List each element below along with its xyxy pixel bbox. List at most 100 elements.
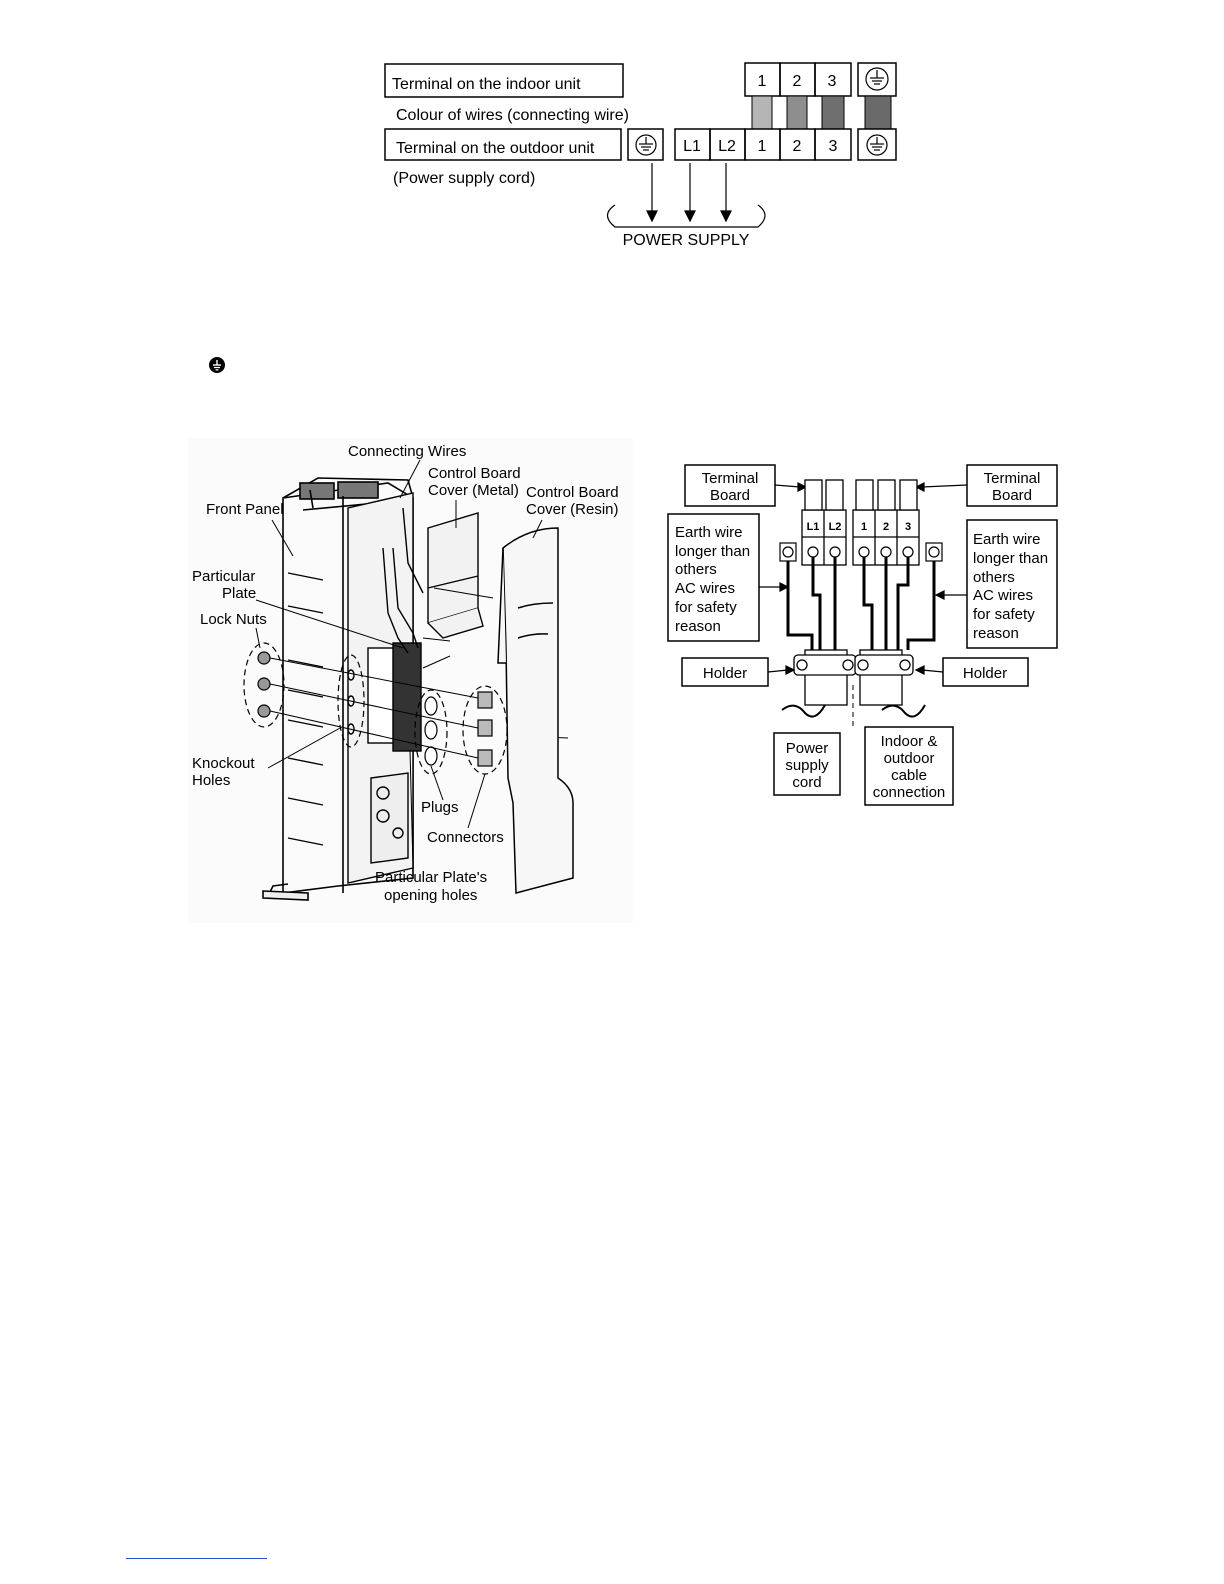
- power-cord-line-3: cord: [792, 774, 821, 791]
- terminal-board-label-right-2: Board: [992, 487, 1032, 504]
- label-control-board-metal-2: Cover (Metal): [428, 482, 519, 499]
- label-lock-nuts: Lock Nuts: [200, 611, 267, 628]
- earth-note-right-line-6: reason: [973, 625, 1019, 642]
- earth-wire-note-right-box: [966, 519, 1058, 649]
- board-terminal-L2: L2: [829, 521, 842, 533]
- wire-colour-label: Colour of wires (connecting wire): [396, 107, 629, 124]
- indoor-outdoor-line-3: cable: [891, 767, 927, 784]
- outdoor-earth-terminal-left: [627, 128, 664, 161]
- power-supply-bracket: [606, 204, 766, 228]
- wire-colour-2: [786, 95, 808, 130]
- earth-icon: [635, 134, 657, 156]
- outdoor-terminal-L2-label: L2: [718, 138, 736, 155]
- terminal-board-label-left-1: Terminal: [702, 470, 759, 487]
- earth-note-left-line-5: for safety: [675, 599, 737, 616]
- terminal-board-wiring-diagram: Terminal Board Terminal Board Earth wire…: [667, 464, 1058, 806]
- indoor-terminal-2-label: 2: [793, 73, 802, 90]
- label-control-board-metal-1: Control Board: [428, 465, 521, 482]
- label-control-board-resin-2: Cover (Resin): [526, 501, 619, 518]
- label-opening-holes-2: opening holes: [384, 887, 477, 904]
- control-board-cover-metal: [427, 512, 484, 639]
- holder-label-left-box: [681, 657, 769, 687]
- wiring-connection-diagram: Terminal on the indoor unit 1 2 3 Colour…: [384, 62, 897, 249]
- board-terminal-1: 1: [861, 521, 867, 533]
- connectors: [477, 691, 493, 767]
- indoor-outdoor-line-4: connection: [873, 784, 946, 801]
- wire-colour-earth: [864, 95, 892, 130]
- footer-link-underline: [126, 1558, 267, 1559]
- terminal-board-label-left-2: Board: [710, 487, 750, 504]
- earth-wire-note-left-box: [667, 513, 760, 642]
- control-board-cover-resin: [497, 527, 574, 894]
- outdoor-terminal-label-box: [384, 128, 622, 161]
- wire-colour-1: [751, 95, 773, 130]
- earth-note-left-line-2: longer than: [675, 543, 750, 560]
- outdoor-terminal-3-label: 3: [829, 138, 838, 155]
- lock-nuts-group-outline: [243, 642, 285, 728]
- knockout-hole: [347, 669, 355, 681]
- terminal-screws: [779, 542, 943, 562]
- earth-icon: [866, 134, 888, 156]
- lock-nuts: [257, 651, 271, 718]
- indoor-terminal-1-label: 1: [758, 73, 767, 90]
- plugs: [424, 696, 438, 766]
- earth-note-left-line-4: AC wires: [675, 580, 735, 597]
- outdoor-terminal-3: [814, 128, 852, 161]
- label-control-board-resin-1: Control Board: [526, 484, 619, 501]
- particular-plate: [392, 642, 422, 752]
- indoor-outdoor-line-2: outdoor: [884, 750, 935, 767]
- earth-note-right-line-3: others: [973, 569, 1015, 586]
- label-front-panel: Front Panel: [206, 501, 284, 518]
- plugs-group-outline: [414, 689, 448, 775]
- label-opening-holes-1: Particular Plate's: [375, 869, 487, 886]
- indoor-earth-terminal: [857, 62, 897, 97]
- connecting-wires: [382, 507, 424, 654]
- label-knockout-holes-1: Knockout: [192, 755, 255, 772]
- holder-label-right: Holder: [963, 665, 1007, 682]
- indoor-terminal-label: Terminal on the indoor unit: [392, 76, 581, 93]
- earth-note-left-line-1: Earth wire: [675, 524, 743, 541]
- cable-holders: [793, 654, 914, 676]
- power-supply-cord-label: (Power supply cord): [393, 170, 535, 187]
- side-panel: [347, 492, 422, 884]
- power-cord-line-1: Power: [786, 740, 829, 757]
- outdoor-terminal-1-label: 1: [758, 138, 767, 155]
- earth-icon: [865, 67, 889, 91]
- indoor-terminal-label-box: [384, 63, 624, 98]
- terminal-board-label-left-box: [684, 464, 776, 507]
- ac-wires: [786, 557, 936, 650]
- front-panel-slats: [287, 572, 324, 846]
- outdoor-terminal-L1-label: L1: [683, 138, 701, 155]
- holder-label-right-box: [942, 657, 1029, 687]
- board-terminal-L1: L1: [807, 521, 820, 533]
- label-knockout-holes-2: Holes: [192, 772, 230, 789]
- board-terminal-2: 2: [883, 521, 889, 533]
- outdoor-terminal-2-label: 2: [793, 138, 802, 155]
- board-terminal-3: 3: [905, 521, 911, 533]
- earth-note-right-line-5: for safety: [973, 606, 1035, 623]
- earth-note-right-line-1: Earth wire: [973, 531, 1041, 548]
- indoor-terminal-3-label: 3: [828, 73, 837, 90]
- indoor-outdoor-line-1: Indoor &: [881, 733, 938, 750]
- outdoor-earth-terminal-right: [857, 128, 897, 161]
- terminal-board-label-right-1: Terminal: [984, 470, 1041, 487]
- power-supply-arrows: [646, 163, 732, 223]
- knockout-holes-group-outline: [337, 654, 365, 748]
- label-connecting-wires: Connecting Wires: [348, 443, 466, 460]
- assembly-lines: [269, 587, 569, 759]
- power-supply-label: POWER SUPPLY: [623, 232, 750, 249]
- outdoor-terminal-label: Terminal on the outdoor unit: [396, 140, 595, 157]
- earth-note-left-line-6: reason: [675, 618, 721, 635]
- indoor-outdoor-cable-box: [864, 726, 954, 806]
- earth-symbol-bullet: [209, 357, 225, 373]
- label-particular-plate-2: Plate: [222, 585, 256, 602]
- label-plugs: Plugs: [421, 799, 459, 816]
- holder-label-left: Holder: [703, 665, 747, 682]
- cable-direction-arrows: [781, 704, 926, 718]
- label-leader-lines: [255, 459, 543, 869]
- label-particular-plate-1: Particular: [192, 568, 255, 585]
- label-connectors: Connectors: [427, 829, 504, 846]
- power-cord-line-2: supply: [785, 757, 829, 774]
- outdoor-unit-exploded-diagram: Connecting Wires Control Board Cover (Me…: [188, 438, 633, 923]
- earth-note-left-line-3: others: [675, 561, 717, 578]
